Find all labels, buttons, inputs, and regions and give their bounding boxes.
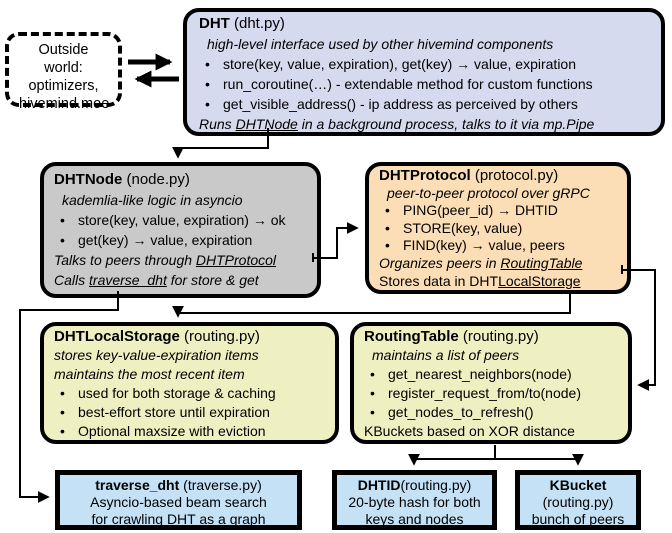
- dhtlocalstorage-bullet: •best-effort store until expiration: [54, 403, 325, 422]
- outside-world-line: Outside world:: [38, 42, 89, 76]
- dht-box: DHT (dht.py) high-level interface used b…: [183, 8, 665, 136]
- traverse-dht-line: Asyncio-based beam search: [90, 494, 267, 510]
- dhtprotocol-routing-note: Organizes peers in RoutingTable: [379, 254, 583, 271]
- dhtlocalstorage-bullet: •used for both storage & caching: [54, 384, 325, 403]
- outside-world-line: optimizers,: [28, 78, 99, 94]
- bullet-icon: •: [370, 404, 375, 420]
- dht-footer: Runs DHTNode in a background process, ta…: [199, 116, 595, 132]
- bullet-icon: •: [60, 212, 65, 228]
- dhtprotocol-title: DHTProtocol (protocol.py): [379, 167, 559, 184]
- dhtprotocol-box: DHTProtocol (protocol.py) peer-to-peer p…: [365, 162, 631, 294]
- outside-world-box: Outside world: optimizers, hivemind.moe: [5, 32, 122, 112]
- routingtable-box: RoutingTable (routing.py) maintains a li…: [350, 322, 632, 444]
- kbucket-line: bunch of peers: [531, 511, 625, 527]
- traverse-dht-box: traverse_dht (traverse.py) Asyncio-based…: [55, 470, 302, 530]
- bullet-icon: •: [385, 202, 390, 219]
- localstorage-link: LocalStorage: [498, 272, 581, 289]
- kbucket-title: KBucket: [549, 477, 607, 493]
- dhtnode-traverse-note: Calls traverse_dht for store & get: [54, 272, 259, 288]
- kbucket-box: KBucket (routing.py) bunch of peers: [515, 470, 641, 530]
- dhtlocalstorage-subtitle: maintains the most recent item: [54, 366, 245, 382]
- dhtprotocol-link: DHTProtocol: [195, 252, 277, 268]
- bullet-icon: •: [205, 96, 210, 112]
- dht-title: DHT (dht.py): [199, 15, 285, 32]
- traverse-dht-title: traverse_dht (traverse.py): [95, 477, 262, 493]
- dhtlocalstorage-subtitle: stores key-value-expiration items: [54, 347, 259, 363]
- dhtprotocol-bullet: •FIND(key) → value, peers: [379, 237, 617, 255]
- traverse-dht-line: for crawling DHT as a graph: [91, 511, 266, 527]
- bullet-icon: •: [60, 404, 65, 420]
- bullet-icon: •: [370, 385, 375, 401]
- dhtnode-bullet: •store(key, value, expiration) → ok: [54, 210, 307, 230]
- dhtprotocol-subtitle: peer-to-peer protocol over gRPC: [387, 184, 590, 201]
- bullet-icon: •: [60, 232, 65, 248]
- dhtprotocol-storage-note: Stores data in DHTLocalStorage: [379, 272, 581, 289]
- outside-world-line: hivemind.moe: [19, 96, 110, 112]
- dhtid-line: 20-byte hash for both: [348, 494, 481, 510]
- dhtid-box: DHTID(routing.py) 20-byte hash for both …: [332, 470, 497, 530]
- routingtable-bullet: •register_request_from/to(node): [364, 384, 618, 403]
- routingtable-link: RoutingTable: [500, 254, 583, 271]
- bullet-icon: •: [370, 366, 375, 382]
- dhtnode-title: DHTNode (node.py): [54, 171, 190, 188]
- dht-bullet: •get_visible_address() - ip address as p…: [199, 94, 649, 114]
- dht-subtitle: high-level interface used by other hivem…: [207, 36, 554, 52]
- dhtnode-subtitle: kademlia-like logic in asyncio: [62, 192, 243, 208]
- dhtnode-bullet: •get(key) → value, expiration: [54, 230, 307, 250]
- dhtnode-protocol-note: Talks to peers through DHTProtocol: [54, 252, 277, 268]
- traverse-link: traverse_dht: [89, 272, 167, 288]
- dhtid-line: keys and nodes: [365, 511, 464, 527]
- dht-bullet: •store(key, value, expiration), get(key)…: [199, 54, 649, 74]
- bullet-icon: •: [60, 385, 65, 401]
- bullet-icon: •: [205, 76, 210, 92]
- routingtable-bullet: •get_nearest_neighbors(node): [364, 365, 618, 384]
- routingtable-footer: KBuckets based on XOR distance: [364, 423, 575, 439]
- bullet-icon: •: [385, 219, 390, 236]
- dhtprotocol-bullet: •PING(peer_id) → DHTID: [379, 202, 617, 220]
- bullet-icon: •: [385, 237, 390, 254]
- bullet-icon: •: [60, 423, 65, 439]
- dhtlocalstorage-bullet: •Optional maxsize with eviction: [54, 422, 325, 441]
- dhtlocalstorage-title: DHTLocalStorage (routing.py): [54, 328, 260, 345]
- dht-bullet: •run_coroutine(…) - extendable method fo…: [199, 74, 649, 94]
- kbucket-file: (routing.py): [542, 494, 614, 510]
- dhtnode-link: DHTNode: [235, 116, 298, 132]
- routingtable-subtitle: maintains a list of peers: [372, 347, 520, 363]
- routingtable-bullet: •get_nodes_to_refresh(): [364, 403, 618, 422]
- bullet-icon: •: [205, 56, 210, 72]
- routingtable-title: RoutingTable (routing.py): [364, 328, 539, 345]
- dhtnode-box: DHTNode (node.py) kademlia-like logic in…: [40, 162, 321, 298]
- dhtlocalstorage-box: DHTLocalStorage (routing.py) stores key-…: [40, 322, 339, 444]
- dhtprotocol-bullet: •STORE(key, value): [379, 220, 617, 238]
- dhtid-title: DHTID(routing.py): [357, 477, 472, 493]
